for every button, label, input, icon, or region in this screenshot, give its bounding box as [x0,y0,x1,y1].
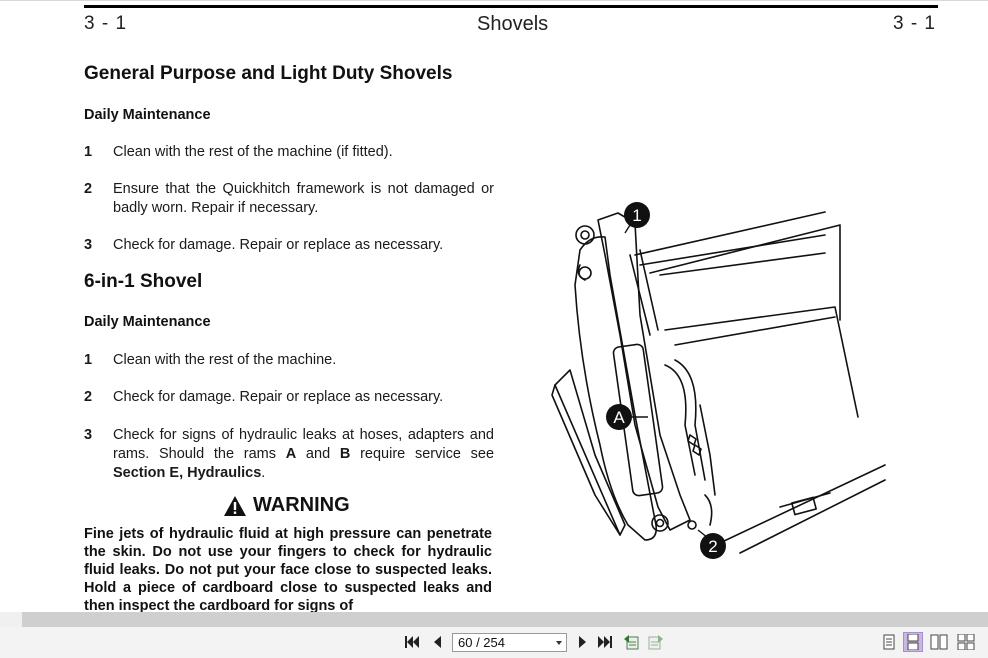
list-item: 1 Clean with the rest of the machine. [84,351,494,370]
ram-b-label: B [339,446,351,462]
item-number: 1 [84,352,93,368]
item-text-part: require service see [350,446,495,462]
first-page-icon [405,636,419,648]
continuous-view-button[interactable] [903,632,923,652]
single-page-icon [883,634,895,650]
item-text: Ensure that the Quickhitch framework is … [113,181,494,216]
facing-pages-icon [930,634,948,650]
item-number: 3 [84,427,93,443]
callout-a-label: A [613,408,625,427]
item-number: 1 [84,144,93,160]
header-section-number-right: 3 - 1 [892,13,936,34]
continuous-page-icon [907,634,919,650]
go-back-view-button[interactable] [622,633,640,651]
item-text: Check for signs of hydraulic leaks at ho… [113,426,494,483]
list-item: 3 Check for signs of hydraulic leaks at … [84,426,494,483]
page-top-edge [0,0,988,1]
item-text-part: and [296,446,340,462]
list-item: 2 Check for damage. Repair or replace as… [84,388,494,407]
subheading-daily-maintenance-2: Daily Maintenance [84,314,211,330]
callout-2-label: 2 [708,537,717,556]
first-page-button[interactable] [403,633,421,651]
document-page: 3 - 1 Shovels 3 - 1 General Purpose and … [0,0,988,612]
item-number: 2 [84,389,93,405]
item-text-part: . [261,465,266,481]
previous-view-icon [624,635,639,650]
callout-a-marker [606,404,632,430]
callout-2-marker [700,533,726,559]
warning-triangle-icon [224,495,246,516]
item-number: 3 [84,237,93,253]
previous-page-icon [434,636,441,648]
facing-pages-view-button[interactable] [930,633,948,651]
shovel-ram-illustration: 1 A 2 [551,202,886,559]
go-forward-view-button[interactable] [647,633,665,651]
last-page-button[interactable] [596,633,614,651]
page-indicator: 60 / 254 [458,635,505,650]
callout-1-marker [624,202,650,228]
next-page-button[interactable] [574,633,592,651]
horizontal-scrollbar[interactable] [0,612,988,627]
item-text: Clean with the rest of the machine. [113,352,337,368]
previous-page-button[interactable] [428,633,446,651]
list-item: 1 Clean with the rest of the machine (if… [84,143,494,162]
single-page-view-button[interactable] [880,633,898,651]
item-number: 2 [84,181,93,197]
item-text: Clean with the rest of the machine (if f… [113,144,393,160]
page-number-select[interactable]: 60 / 254 [452,633,567,652]
last-page-icon [598,636,612,648]
section-heading-6-in-1-shovel: 6-in-1 Shovel [84,271,203,292]
warning-body: Fine jets of hydraulic fluid at high pre… [84,526,492,612]
chevron-down-icon [556,641,562,645]
item-text-part: Check for signs of hydraulic leaks at ho… [113,427,494,462]
next-view-icon [648,635,663,650]
continuous-facing-icon [957,634,975,650]
callout-1-label: 1 [632,206,641,225]
list-item: 2 Ensure that the Quickhitch framework i… [84,180,494,218]
subheading-daily-maintenance-1: Daily Maintenance [84,107,211,123]
section-reference: Section E, Hydraulics [113,465,262,481]
warning-heading: WARNING [223,494,350,517]
ram-a-label: A [285,446,297,462]
header-section-number-left: 3 - 1 [84,13,128,34]
header-title: Shovels [477,13,549,35]
next-page-icon [579,636,586,648]
item-text: Check for damage. Repair or replace as n… [113,237,444,253]
item-text: Check for damage. Repair or replace as n… [113,389,444,405]
viewer-toolbar: 60 / 254 [0,627,988,658]
header-rule [84,5,938,8]
continuous-facing-view-button[interactable] [957,633,975,651]
list-item: 3 Check for damage. Repair or replace as… [84,236,494,255]
warning-title: WARNING [253,494,350,516]
section-heading-general-purpose: General Purpose and Light Duty Shovels [84,63,453,84]
